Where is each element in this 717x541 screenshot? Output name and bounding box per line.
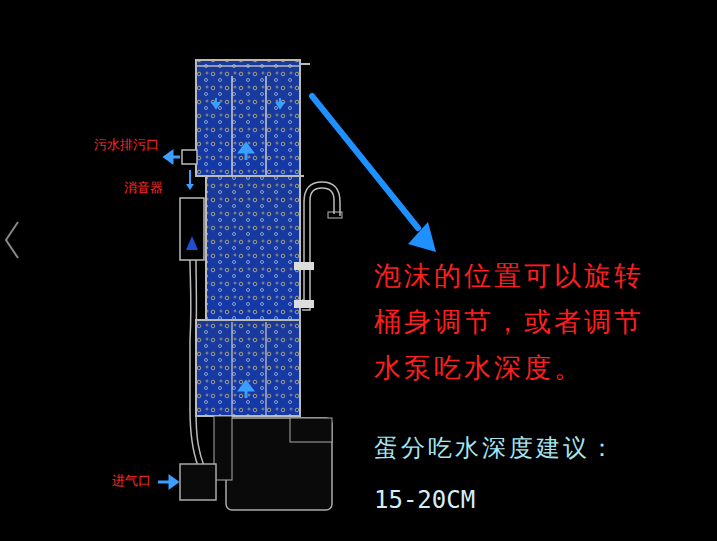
note-heading: 蛋分吃水深度建议： <box>374 432 617 464</box>
part-label: 消音器 <box>124 180 163 196</box>
part-label: 污水排污口 <box>94 137 159 153</box>
note-text: 泡沫的位置可以旋转 桶身调节，或者调节 水泵吃水深度。 <box>374 253 664 391</box>
dimension: 15-20CM <box>374 486 475 514</box>
part-label: 进气口 <box>112 473 151 489</box>
